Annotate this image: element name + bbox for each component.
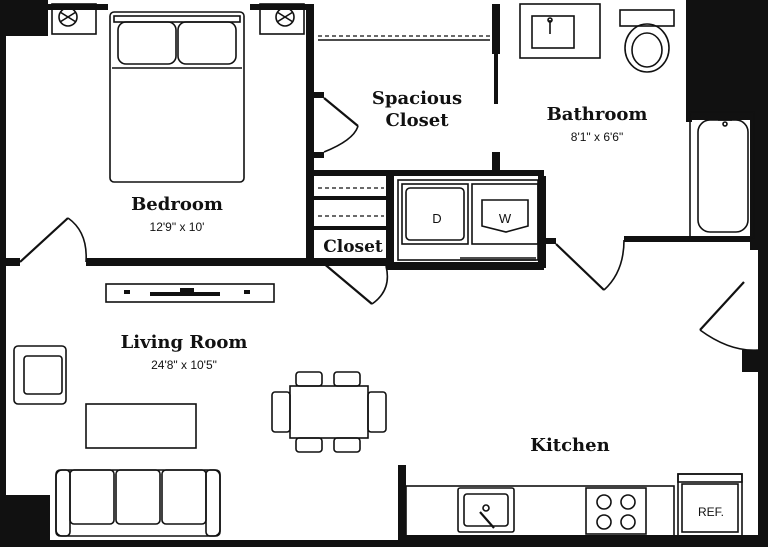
bathroom-fixtures: [519, 3, 755, 239]
kitchen-fixtures: REF.: [405, 473, 743, 537]
sofa: [55, 469, 221, 537]
dryer: [401, 183, 469, 245]
bathroom-dimensions: 8'1" x 6'6": [571, 130, 623, 144]
refrigerator-label: REF.: [698, 505, 724, 519]
washer: [471, 183, 539, 245]
bedroom-furniture: [51, 3, 305, 183]
closet-name: Closet: [323, 237, 383, 257]
washer-label: W: [499, 211, 512, 226]
stove: [585, 487, 647, 535]
kitchen-name: Kitchen: [530, 435, 609, 456]
nightstand-left: [51, 3, 97, 35]
interior-walls: [0, 4, 758, 547]
dining-table: [271, 371, 387, 453]
bed: [109, 11, 245, 183]
tv-console: [105, 283, 275, 303]
sliding-doors: [494, 12, 498, 104]
living-furniture: [13, 283, 387, 537]
spacious-closet-name-line2: Closet: [385, 110, 449, 131]
bathroom-name: Bathroom: [547, 104, 648, 125]
kitchen-sink: [457, 487, 515, 533]
toilet: [619, 9, 675, 73]
bedroom-name: Bedroom: [131, 194, 223, 215]
bedroom-dimensions: 12'9" x 10': [150, 220, 205, 234]
spacious-closet-name-line1: Spacious: [372, 88, 462, 109]
coffee-table: [85, 403, 197, 449]
room-labels: Bedroom 12'9" x 10' Spacious Closet Bath…: [121, 88, 648, 456]
dryer-label: D: [432, 211, 441, 226]
living-room-name: Living Room: [121, 332, 248, 353]
refrigerator: [677, 473, 743, 537]
bathtub: [689, 111, 755, 239]
living-room-dimensions: 24'8" x 10'5": [151, 358, 217, 372]
laundry: D W: [397, 179, 539, 261]
closet-rods: [318, 35, 490, 217]
vanity-sink: [519, 3, 601, 59]
armchair: [13, 345, 67, 405]
nightstand-right: [259, 3, 305, 35]
